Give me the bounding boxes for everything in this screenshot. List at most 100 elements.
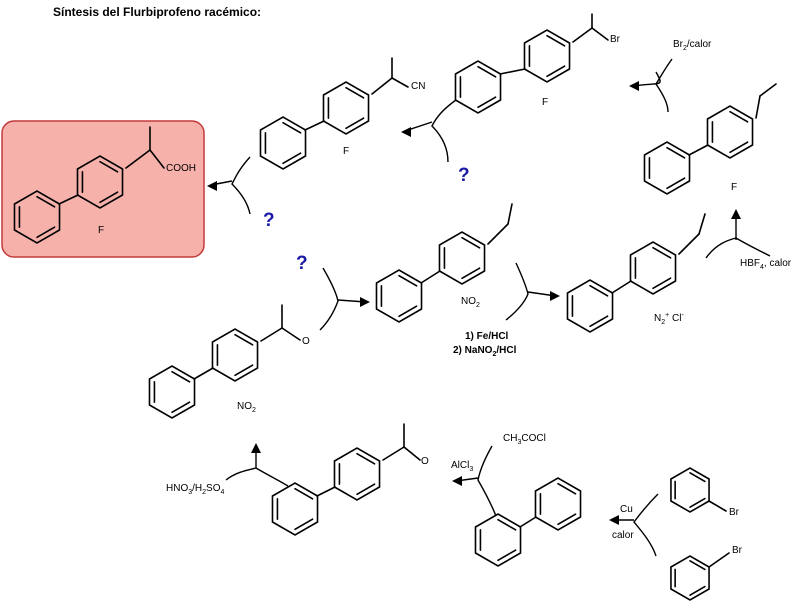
ring-double-bond (652, 277, 672, 290)
ring-double-bond (546, 65, 566, 78)
arrow-head (360, 297, 370, 307)
phenyl-ring (566, 279, 614, 333)
atom-label-o: O (302, 336, 310, 347)
aryl-ring (534, 477, 582, 531)
ring-outline (706, 105, 754, 159)
atom-label-f-1: F (542, 97, 549, 108)
bond-line (391, 77, 409, 88)
ring-outline (259, 116, 307, 170)
bond-line (281, 327, 301, 341)
arrow-curve (633, 493, 659, 557)
arrow-curve (655, 58, 673, 113)
atom-label-cn: CN (411, 81, 426, 92)
arrow-shaft (632, 71, 661, 87)
ring-double-bond (282, 121, 302, 134)
ring-outline (670, 467, 710, 513)
ring-double-bond (729, 141, 749, 154)
arrow-head (251, 443, 261, 453)
arrow-head (207, 181, 217, 191)
biaryl-bond (688, 144, 709, 156)
ring-outline (271, 482, 319, 536)
ring-outline (211, 328, 259, 382)
aryl-ring (322, 81, 370, 135)
ring-double-bond (652, 246, 672, 259)
ring-outline (148, 365, 196, 419)
molecule-nitro-ethyl (375, 203, 513, 323)
ring-double-bond (99, 160, 119, 173)
arrow-head (629, 81, 639, 91)
atom-label-br-3: Br (732, 545, 742, 556)
bond-line (759, 83, 777, 97)
bond-line (403, 446, 421, 461)
atom-label-o-2: O (421, 456, 429, 467)
phenyl-ring (375, 269, 423, 323)
molecule-benzylic-bromide (454, 13, 609, 114)
atom-label-f-3: F (731, 182, 738, 193)
ring-outline (474, 513, 522, 567)
ring-double-bond (398, 305, 418, 318)
reagent-hbf4-heat: HBF4, calor (740, 258, 792, 271)
molecule-acetylbiphenyl (271, 423, 421, 536)
c-br-bond (708, 552, 730, 568)
molecule-diazonium (566, 213, 706, 333)
arrow-curve (477, 445, 497, 517)
ring-double-bond (689, 585, 706, 596)
atom-label-no2-2: NO2 (237, 401, 256, 414)
ring-double-bond (99, 191, 119, 204)
reagent-alcl3: AlCl3 (451, 460, 474, 473)
ring-outline (322, 81, 370, 135)
biaryl-bond (193, 367, 214, 380)
ring-double-bond (398, 274, 418, 287)
biaryl-bond (58, 194, 79, 205)
c-br-bond (708, 500, 727, 512)
arrow-head (731, 209, 741, 219)
phenyl-ring (148, 365, 196, 419)
ring-double-bond (729, 110, 749, 123)
atom-label-br-1: Br (610, 34, 620, 45)
ring-double-bond (234, 364, 254, 377)
bond-line (371, 77, 393, 95)
ring-double-bond (477, 65, 497, 78)
reagent-hno3-h2so4: HNO3/H2SO4 (166, 483, 225, 496)
atom-label-f-4: F (98, 225, 105, 236)
arrow-step-cyanation (401, 99, 457, 163)
arrow-head (550, 291, 560, 301)
ring-outline (76, 155, 124, 209)
bond-line (149, 149, 165, 169)
ring-double-bond (477, 96, 497, 109)
biaryl-bond (611, 280, 632, 294)
ring-double-bond (546, 34, 566, 47)
arrow-curve (225, 467, 289, 487)
reagent-acetyl-chloride: CH3COCl (503, 433, 546, 446)
molecule-ethyl-fluoro (643, 83, 777, 195)
arrow-step-schiemann (705, 209, 771, 259)
molecule-nitrile (259, 57, 409, 170)
arrow-curve (431, 99, 457, 163)
biaryl-bond (420, 270, 441, 284)
ring-double-bond (666, 146, 686, 159)
arrow-step-ullmann (609, 493, 659, 557)
arrow-step-diazotization (505, 262, 560, 321)
ring-double-bond (36, 226, 56, 239)
ring-outline (670, 555, 710, 601)
bond-line (591, 27, 609, 41)
arrow-step-reduction (319, 267, 370, 331)
ring-double-bond (356, 483, 376, 496)
ring-double-bond (557, 482, 577, 495)
phenyl-ring (259, 116, 307, 170)
bond-line (487, 223, 509, 245)
ring-double-bond (171, 401, 191, 414)
ring-double-bond (497, 549, 517, 562)
unknown-step-mark-3: ? (296, 253, 308, 274)
arrow-step-bromination (629, 58, 673, 113)
biaryl-bond (304, 120, 325, 131)
reagent-nano2-hcl: 2) NaNO2/HCl (453, 345, 517, 358)
unknown-step-mark-1: ? (458, 165, 470, 186)
aryl-ring (438, 231, 486, 285)
ring-double-bond (282, 152, 302, 165)
reagent-heat: calor (612, 530, 634, 541)
bromobenzene-ring-2 (670, 555, 710, 601)
biaryl-bond (499, 68, 526, 75)
